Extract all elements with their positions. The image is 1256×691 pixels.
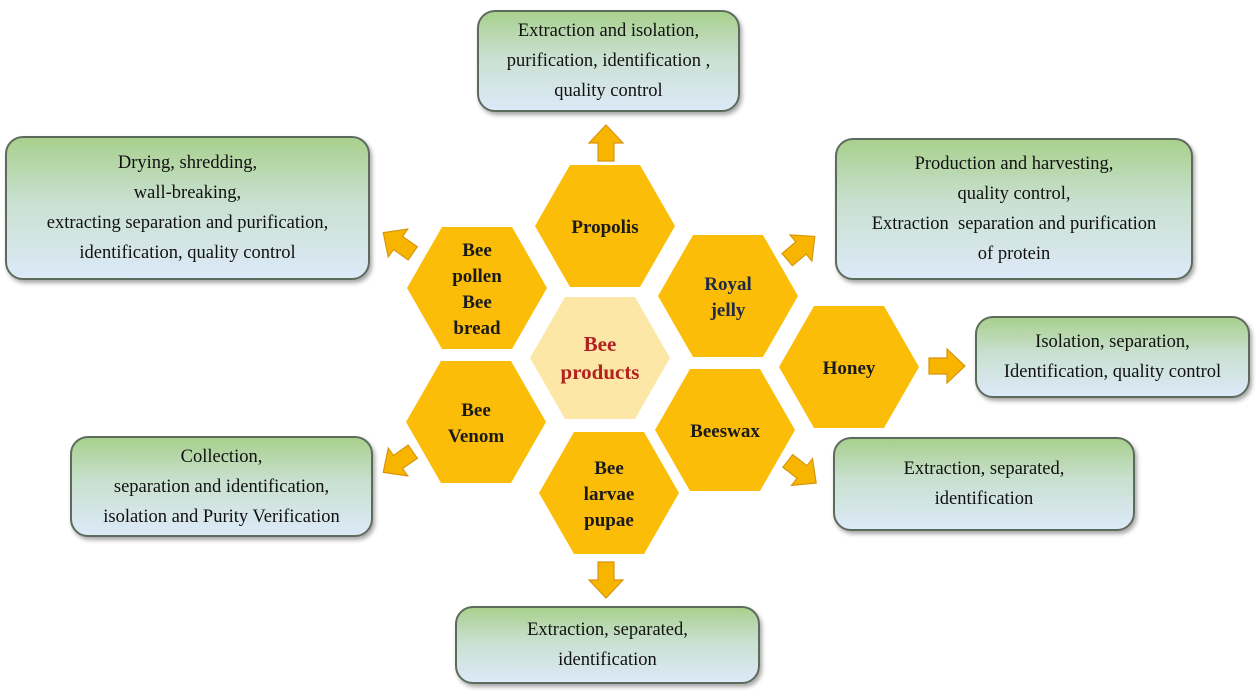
process-line: separation and identification, — [113, 476, 330, 497]
process-line: identification, quality control — [79, 243, 296, 263]
process-line: Extraction separation and purification — [871, 214, 1157, 234]
hex-bee-venom — [406, 361, 546, 483]
process-line: purification, identification , — [506, 51, 711, 71]
hex-royal-jelly — [658, 235, 798, 357]
arrow-beeswax-icon — [782, 453, 817, 487]
process-line: extracting separation and purification, — [46, 213, 329, 233]
label-honey: Honey — [823, 356, 876, 382]
hex-propolis — [535, 165, 675, 287]
hex-label-line: Bee — [462, 240, 492, 261]
hex-label-line: Venom — [447, 426, 505, 447]
label-royal-jelly: Royal jelly — [704, 272, 752, 324]
hex-bee-pollen — [407, 227, 547, 349]
process-line: isolation and Purity Verification — [103, 506, 340, 527]
process-line: quality control, — [957, 184, 1071, 204]
process-line: wall-breaking, — [133, 183, 242, 203]
hex-label-line: Honey — [822, 358, 876, 379]
process-line: Production and harvesting, — [914, 154, 1114, 174]
arrow-royal-jelly-icon — [781, 234, 816, 267]
label-bee-products: Bee products — [561, 330, 640, 386]
process-box-honey: Isolation, separation, Identification, qu… — [975, 316, 1250, 398]
arrow-propolis-icon — [587, 124, 625, 162]
process-box-royal-jelly: Production and harvesting, quality contro… — [835, 138, 1193, 280]
process-box-bee-pollen: Drying, shredding, wall-breaking, extracti… — [5, 136, 370, 280]
hex-label-line: Beeswax — [690, 421, 760, 442]
hex-honey — [779, 306, 919, 428]
process-box-propolis: Extraction and isolation, purification, i… — [477, 10, 740, 112]
hex-label-line: Royal — [704, 274, 752, 295]
hex-label-line: larvae — [583, 484, 635, 505]
arrow-bee-venom-icon — [382, 444, 419, 477]
label-bee-larvae: Bee larvae pupae — [584, 456, 635, 534]
arrow-bee-pollen-icon — [382, 228, 419, 261]
process-line: identification — [934, 489, 1034, 509]
hex-label-line: products — [560, 360, 640, 384]
process-line: Extraction and isolation, — [517, 21, 700, 41]
process-line: Isolation, separation, — [1035, 332, 1190, 352]
label-propolis: Propolis — [571, 215, 638, 241]
hex-label-line: pupae — [584, 510, 634, 531]
label-beeswax: Beeswax — [690, 419, 760, 445]
process-box-bee-larvae: Extraction, separated, identification — [455, 606, 760, 684]
hex-label-line: Bee — [594, 458, 624, 479]
arrow-honey-icon — [928, 347, 966, 385]
process-box-bee-venom: Collection, separation and identification… — [70, 436, 373, 537]
hex-label-line: Bee — [583, 332, 617, 356]
hex-bee-products — [530, 297, 670, 419]
hex-label-line: pollen — [452, 266, 502, 287]
hex-bee-larvae — [539, 432, 679, 554]
process-line: Drying, shredding, — [117, 153, 258, 173]
hex-beeswax — [655, 369, 795, 491]
hex-label-line: Propolis — [571, 217, 639, 238]
process-line: quality control — [554, 81, 663, 101]
arrow-bee-larvae-icon — [587, 561, 625, 599]
process-box-beeswax: Extraction, separated, identification — [833, 437, 1135, 531]
hex-label-line: Bee — [462, 292, 492, 313]
process-line: Extraction, separated, — [903, 459, 1065, 479]
hex-label-line: Bee — [461, 400, 491, 421]
process-line: Collection, — [180, 446, 263, 467]
hex-label-line: jelly — [710, 300, 746, 321]
process-line: Extraction, separated, — [527, 620, 688, 640]
hex-label-line: bread — [453, 318, 501, 339]
process-line: of protein — [977, 244, 1051, 264]
process-line: identification — [558, 650, 657, 670]
process-line: Identification, quality control — [1003, 362, 1222, 382]
